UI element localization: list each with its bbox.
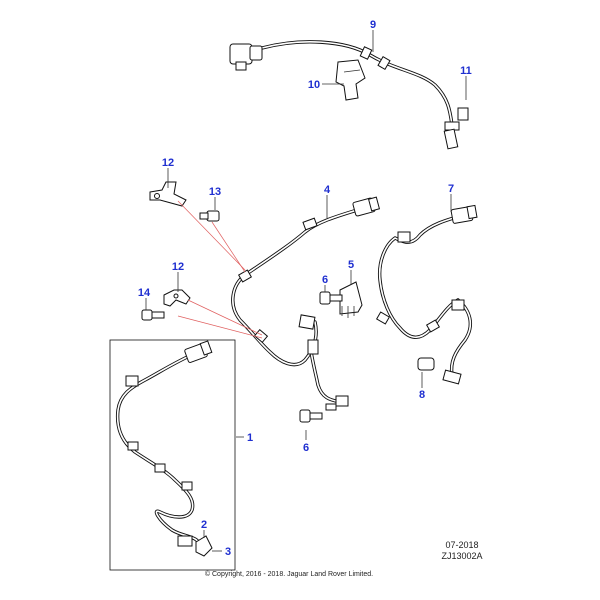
- callout-12-lower: 12: [172, 261, 184, 273]
- callout-10: 10: [308, 79, 320, 91]
- callout-3: 3: [225, 546, 231, 558]
- leader-lines: [145, 30, 467, 552]
- bracket-12-lower: [163, 289, 191, 307]
- sensor-assembly-box: [109, 339, 236, 571]
- front-harness-connector: [352, 196, 381, 217]
- callouts: 9 10 11 12 13 4 7 5 6 12 14 8 1 6 2 3: [138, 19, 472, 558]
- bracket-5: [339, 281, 363, 318]
- rear-sensor-tip: [417, 357, 462, 385]
- top-sensor-harness: [229, 40, 469, 150]
- assembly-guide-lines: [177, 200, 263, 339]
- callout-8: 8: [419, 389, 425, 401]
- callout-12-upper: 12: [162, 157, 174, 169]
- callout-6-upper: 6: [322, 274, 328, 286]
- callout-6-lower: 6: [303, 442, 309, 454]
- rear-sensor-harness: [375, 204, 478, 385]
- callout-14: 14: [138, 287, 151, 299]
- front-sensor-tip: [325, 395, 349, 411]
- callout-11: 11: [460, 65, 472, 77]
- callout-13: 13: [209, 186, 221, 198]
- bolt-13: [199, 210, 220, 222]
- drawing-reference: ZJ13002A: [441, 551, 482, 561]
- assembly-connector: [184, 340, 213, 363]
- copyright-notice: © Copyright, 2016 - 2018. Jaguar Land Ro…: [205, 570, 373, 578]
- clip-bracket-10: [335, 59, 366, 101]
- bolt-14: [141, 309, 165, 321]
- callout-1: 1: [247, 432, 253, 444]
- top-harness-connector: [229, 43, 263, 71]
- bracket-12-upper: [149, 181, 187, 207]
- rear-harness-connector: [450, 204, 478, 224]
- callout-9: 9: [370, 19, 376, 31]
- callout-2: 2: [201, 519, 207, 531]
- top-sensor-tip: [443, 107, 469, 150]
- bolt-6-upper: [319, 291, 343, 305]
- date-code: 07-2018: [445, 540, 478, 550]
- callout-5: 5: [348, 259, 354, 271]
- bolt-6-lower: [299, 409, 323, 423]
- callout-7: 7: [448, 183, 454, 195]
- callout-4: 4: [324, 184, 331, 196]
